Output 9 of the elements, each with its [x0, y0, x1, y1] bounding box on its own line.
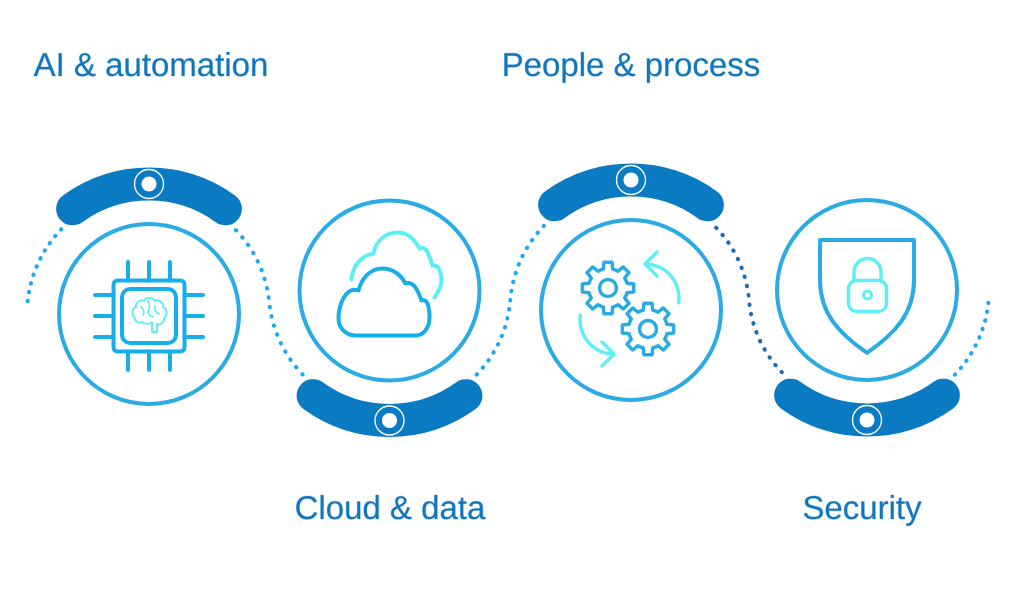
dotted-line — [952, 300, 991, 377]
dotted-line — [25, 227, 64, 304]
heading: Security — [803, 495, 922, 526]
heading: AI & automation — [33, 52, 267, 77]
dotted-line — [474, 223, 546, 377]
dotted-line — [714, 225, 784, 375]
heading: People & process — [504, 51, 760, 83]
dotted-line — [233, 228, 305, 377]
heading: Cloud & data — [296, 494, 486, 520]
